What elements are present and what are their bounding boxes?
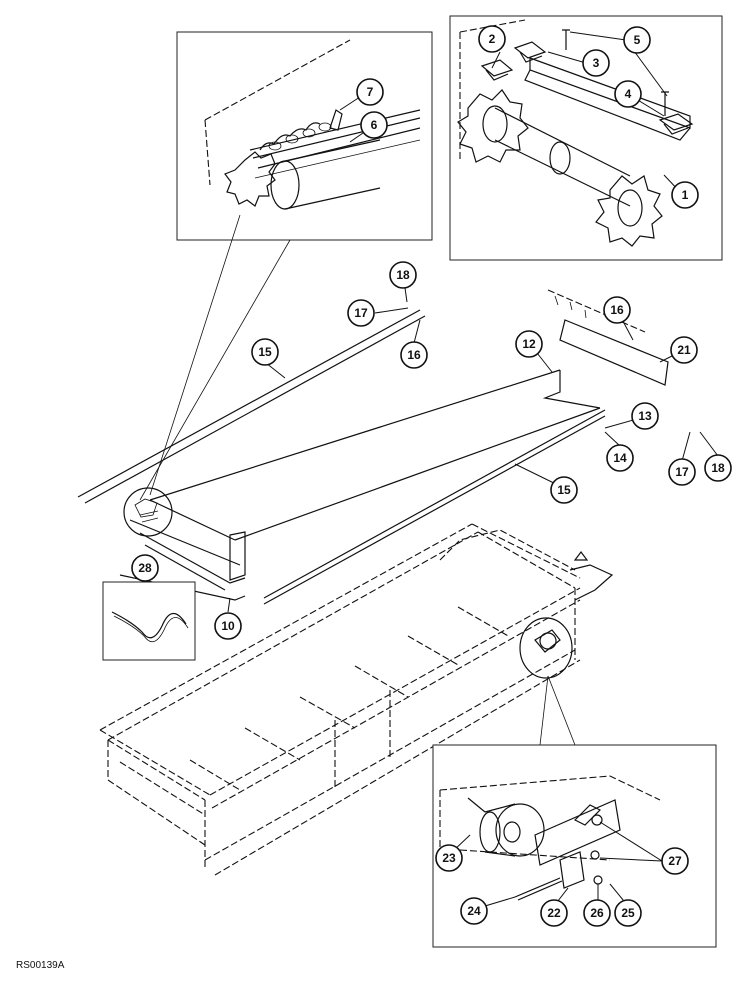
- callout-18-upper-label: 18: [396, 268, 410, 282]
- callout-4-label: 4: [625, 87, 632, 101]
- callout-3: 3: [582, 49, 610, 77]
- callout-27: 27: [661, 847, 689, 875]
- callout-16-upper-label: 16: [407, 348, 421, 362]
- callout-1-label: 1: [682, 188, 689, 202]
- callout-1: 1: [671, 181, 699, 209]
- callout-28: 28: [131, 554, 159, 582]
- callout-6-label: 6: [371, 118, 378, 132]
- callout-21: 21: [670, 336, 698, 364]
- conveyor-frame: [99, 523, 614, 876]
- inset-chain-loop: [102, 581, 196, 661]
- callout-18-right-label: 18: [711, 461, 725, 475]
- callout-18-upper: 18: [389, 261, 417, 289]
- callout-24: 24: [460, 897, 488, 925]
- callout-7: 7: [356, 78, 384, 106]
- inset-chain-detail: [176, 31, 433, 241]
- callout-25: 25: [614, 899, 642, 927]
- callout-16-right: 16: [603, 296, 631, 324]
- callout-12-label: 12: [522, 337, 536, 351]
- callout-2: 2: [478, 25, 506, 53]
- callout-13-label: 13: [638, 409, 652, 423]
- conveyor-pan-assembly: [77, 214, 669, 605]
- callout-17-right-label: 17: [675, 465, 689, 479]
- callout-17-right: 17: [668, 458, 696, 486]
- callout-4: 4: [614, 80, 642, 108]
- callout-14-label: 14: [613, 451, 627, 465]
- callout-27-label: 27: [668, 854, 682, 868]
- callout-21-label: 21: [677, 343, 691, 357]
- callout-18-right: 18: [704, 454, 732, 482]
- callout-23-label: 23: [442, 851, 456, 865]
- callout-14: 14: [606, 444, 634, 472]
- callout-13: 13: [631, 402, 659, 430]
- callout-26-label: 26: [590, 906, 604, 920]
- callout-10: 10: [214, 612, 242, 640]
- callout-22: 22: [540, 899, 568, 927]
- callout-16-upper: 16: [400, 341, 428, 369]
- callout-5: 5: [623, 26, 651, 54]
- callout-15-upper: 15: [251, 338, 279, 366]
- callout-5-label: 5: [634, 33, 641, 47]
- callout-17-upper: 17: [347, 299, 375, 327]
- callout-15-lower: 15: [550, 476, 578, 504]
- callout-24-label: 24: [467, 904, 481, 918]
- callout-2-label: 2: [489, 32, 496, 46]
- figure-code: RS00139A: [16, 960, 65, 971]
- callout-15-upper-label: 15: [258, 345, 272, 359]
- callout-10-label: 10: [221, 619, 235, 633]
- callout-17-upper-label: 17: [354, 306, 368, 320]
- callout-15-lower-label: 15: [557, 483, 571, 497]
- callout-6: 6: [360, 111, 388, 139]
- callout-3-label: 3: [593, 56, 600, 70]
- callout-23: 23: [435, 844, 463, 872]
- callout-16-right-label: 16: [610, 303, 624, 317]
- callout-26: 26: [583, 899, 611, 927]
- callout-7-label: 7: [367, 85, 374, 99]
- callout-12: 12: [515, 330, 543, 358]
- leader-lines: [227, 31, 719, 910]
- callout-28-label: 28: [138, 561, 152, 575]
- callout-22-label: 22: [547, 906, 561, 920]
- callout-25-label: 25: [621, 906, 635, 920]
